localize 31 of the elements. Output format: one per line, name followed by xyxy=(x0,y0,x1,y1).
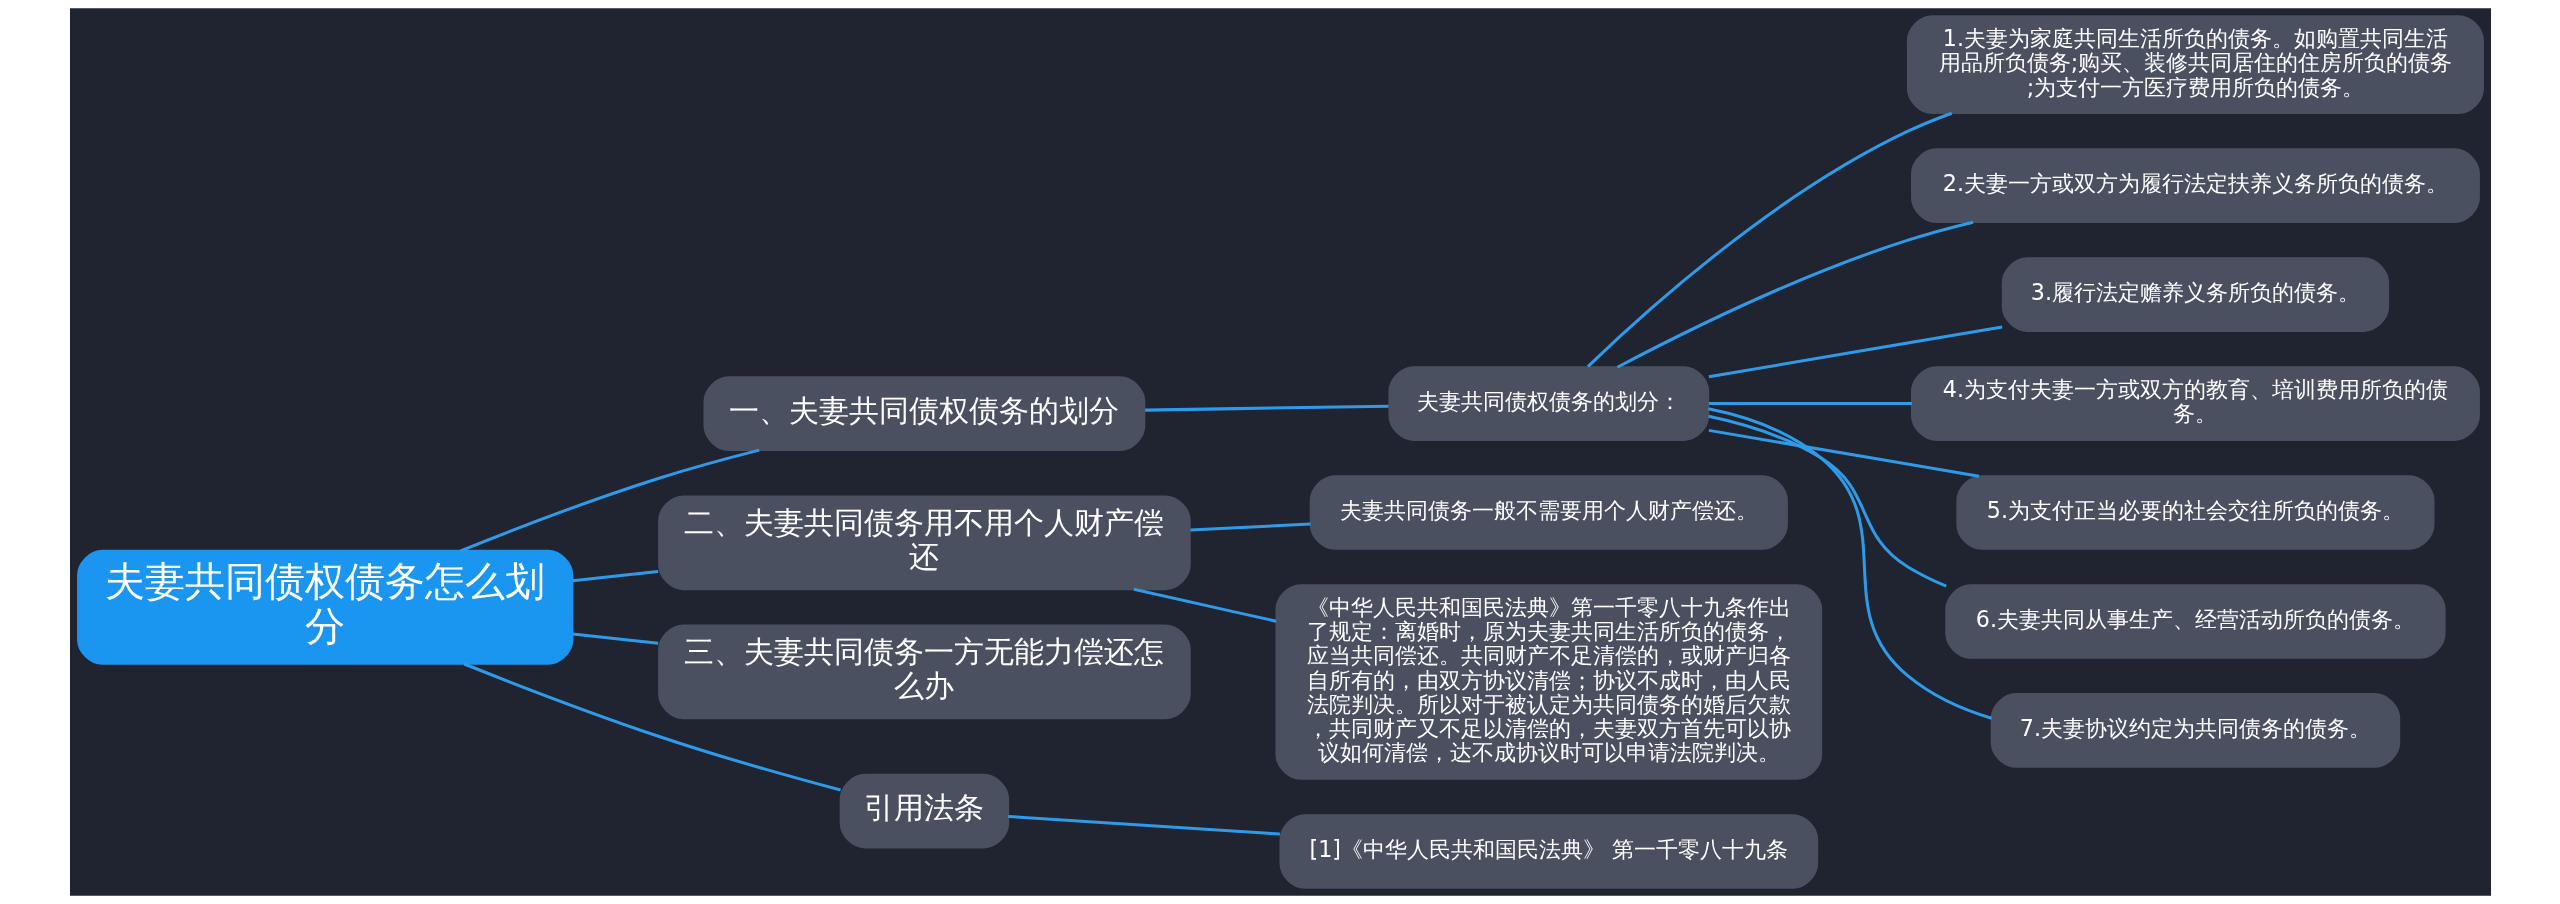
node-box: 二、夫妻共同债务用不用个人财产偿还 xyxy=(657,495,1191,591)
node-box: [1]《中华人民共和国民法典》 第一千零八十九条 xyxy=(1279,814,1818,889)
node-box: 3.履行法定赡养义务所负的债务。 xyxy=(2001,257,2389,332)
connector xyxy=(1707,407,1992,720)
connector xyxy=(463,662,841,792)
node-box: 三、夫妻共同债务一方无能力偿还怎么办 xyxy=(657,624,1191,720)
connector xyxy=(1189,522,1311,532)
connector xyxy=(1144,404,1389,412)
connector xyxy=(572,569,658,583)
node-box: 一、夫妻共同债权债务的划分 xyxy=(703,376,1145,451)
connector xyxy=(1007,814,1280,836)
connector xyxy=(1616,220,1973,369)
connector xyxy=(459,448,760,553)
node-box: 夫妻共同债权债务怎么划分 xyxy=(76,549,573,665)
connector xyxy=(572,632,658,645)
connector xyxy=(1708,402,1912,406)
connector xyxy=(1708,325,2002,379)
node-box: 引用法条 xyxy=(839,773,1009,849)
node-box: 夫妻共同债务一般不需要用个人财产偿还。 xyxy=(1309,475,1788,550)
node-box: 4.为支付夫妻一方或双方的教育、培训费用所负的债务。 xyxy=(1910,366,2480,441)
node-box: 夫妻共同债权债务的划分： xyxy=(1387,366,1709,441)
node-box: 6.夫妻共同从事生产、经营活动所负的债务。 xyxy=(1944,584,2446,659)
node-box: 2.夫妻一方或双方为履行法定扶养义务所负的债务。 xyxy=(1910,148,2480,223)
node-box: 5.为支付正当必要的社会交往所负的债务。 xyxy=(1955,475,2434,550)
node-box: 7.夫妻协议约定为共同债务的债务。 xyxy=(1990,693,2400,768)
connector xyxy=(1586,111,1952,368)
connector xyxy=(1708,428,1979,478)
connector xyxy=(1707,414,1947,588)
connector xyxy=(1133,587,1276,623)
node-box: 1.夫妻为家庭共同生活所负的债务。如购置共同生活用品所负债务;购买、装修共同居住的住房所负的债务;为支付一方医疗费用所负的债务。 xyxy=(1906,15,2484,115)
node-box: 《中华人民共和国民法典》第一千零八十九条作出了规定：离婚时，原为夫妻共同生活所负的债务，应当共同偿还。共同财产不足清偿的，或财产归各自所有的，由双方协议清偿；协议不成时，由人民法院判决。所以对于被认定为共同债务的婚后欠款，共同财产又不足以清偿的，夫妻双方首先可以协议如何清偿，达不成协议时可以申请法院判决。 xyxy=(1274,584,1822,780)
